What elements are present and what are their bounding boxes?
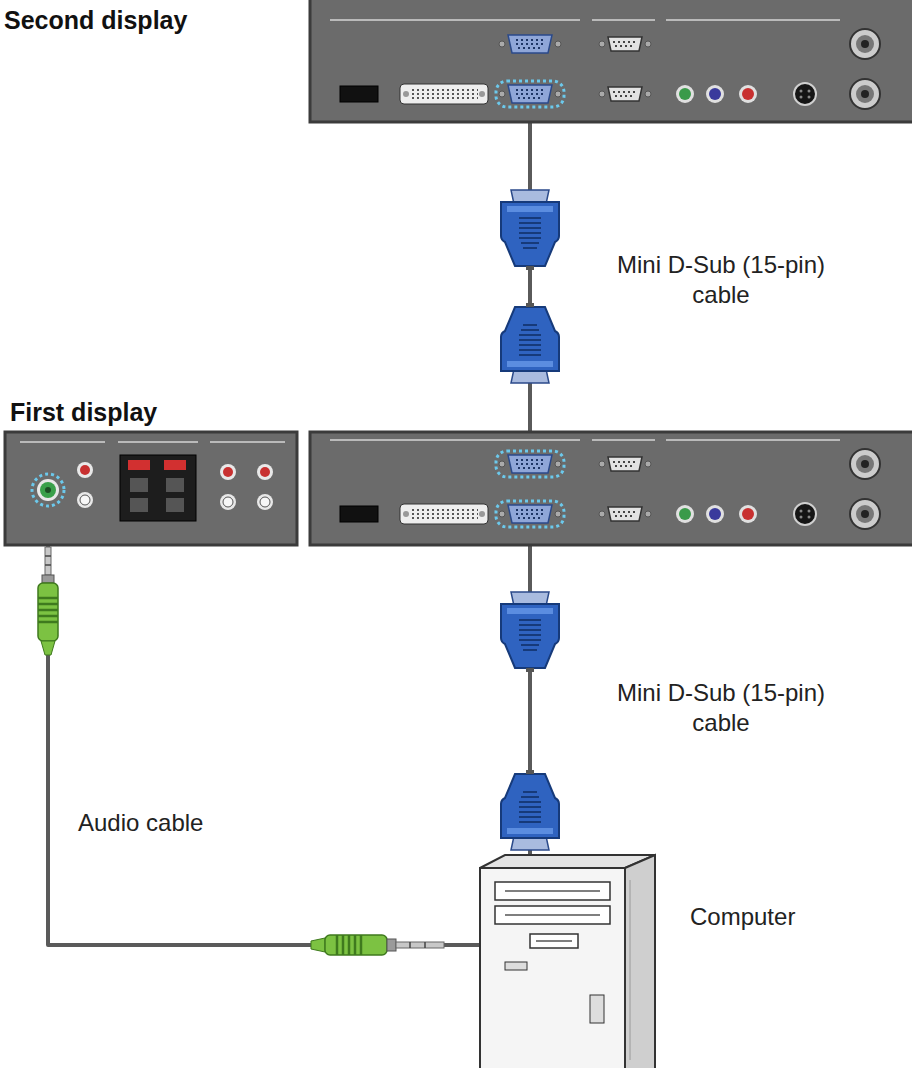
display-panel — [310, 432, 912, 545]
cable — [528, 122, 532, 432]
display-heading: First display — [10, 398, 157, 427]
cable-label: Mini D-Sub (15-pin) cable — [596, 250, 846, 310]
cable-label: Audio cable — [78, 808, 203, 838]
display-box: Second display — [310, 0, 912, 122]
computer-tower — [480, 855, 655, 1068]
vga-plug — [501, 190, 559, 270]
cable-label: Mini D-Sub (15-pin) cable — [596, 678, 846, 738]
port-highlight — [496, 501, 564, 527]
display-ports — [330, 20, 880, 109]
vga-plug — [501, 303, 559, 383]
port-highlight — [496, 451, 564, 477]
port-highlight — [496, 81, 564, 107]
device-label: Computer — [690, 903, 795, 931]
display-ports — [330, 440, 880, 529]
display-heading: Second display — [4, 6, 187, 35]
audio-plug — [311, 935, 444, 955]
audio-plug — [38, 547, 58, 655]
display-panel — [310, 0, 912, 122]
cable — [48, 545, 480, 945]
display-box: First display — [5, 432, 912, 545]
audio-panel — [5, 432, 297, 545]
computer-box: Computer — [480, 855, 655, 1068]
vga-plug — [501, 592, 559, 672]
vga-plug — [501, 770, 559, 850]
